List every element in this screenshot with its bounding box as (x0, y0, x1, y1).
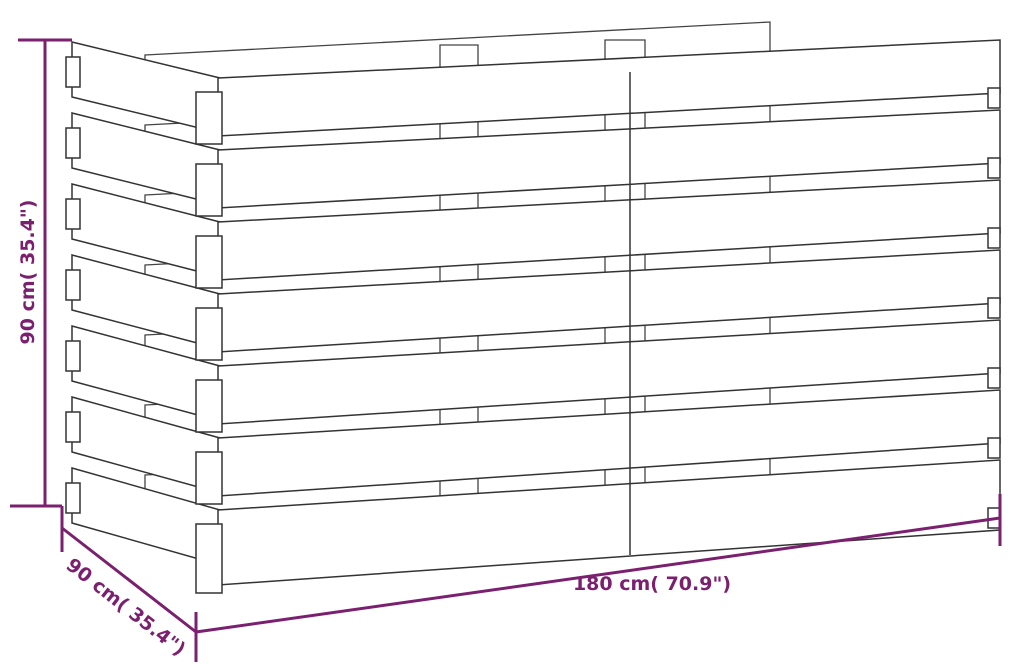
corner-notch-left (195, 379, 223, 433)
front-panel (195, 39, 1001, 594)
width-dimension-line (195, 516, 1001, 634)
corner-notch-right (987, 227, 1001, 249)
corner-notch-left (195, 451, 223, 505)
side-notch (65, 56, 81, 88)
corner-notch-left (195, 163, 223, 217)
corner-notch-left (195, 523, 223, 594)
corner-notch-left (195, 235, 223, 289)
side-notch (65, 411, 81, 443)
corner-notch-left (195, 307, 223, 361)
side-notch (65, 198, 81, 230)
corner-notch-left (195, 91, 223, 145)
corner-notch-right (987, 297, 1001, 319)
side-notch (65, 340, 81, 372)
corner-notch-right (987, 367, 1001, 389)
height-label: 90 cm( 35.4") (17, 200, 39, 345)
corner-notch-right (987, 87, 1001, 109)
side-notch (65, 482, 81, 514)
corner-notch-right (987, 157, 1001, 179)
depth-dimension-line (61, 526, 197, 634)
corner-notch-right (987, 437, 1001, 459)
dimension-lines (10, 38, 1002, 662)
side-notch (65, 269, 81, 301)
width-label: 180 cm( 70.9") (573, 573, 731, 595)
side-panel (65, 41, 221, 566)
side-notch (65, 127, 81, 159)
depth-label: 90 cm( 35.4") (62, 554, 190, 661)
